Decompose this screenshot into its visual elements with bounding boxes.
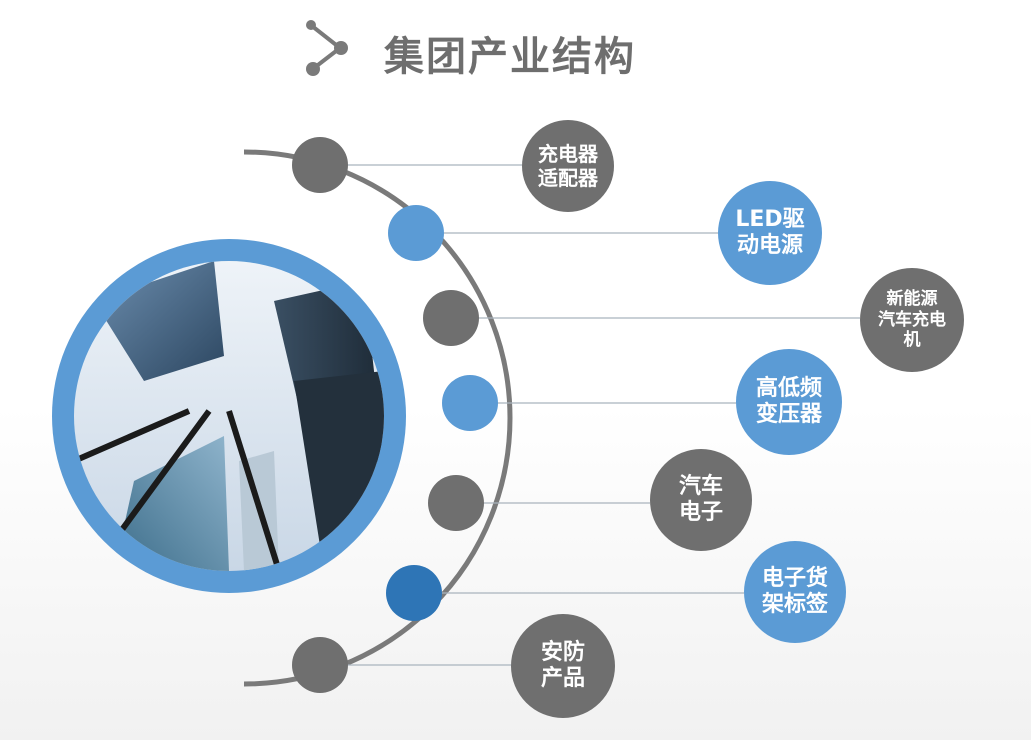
industry-label: 高低频 变压器 xyxy=(755,375,822,427)
industry-label: 电子货 架标签 xyxy=(761,565,828,617)
industry-label: 汽车 电子 xyxy=(678,473,723,525)
arc-node xyxy=(423,290,479,346)
industry-label: LED驱 动电源 xyxy=(735,206,805,258)
arc-node xyxy=(428,475,484,531)
industry-node: 充电器 适配器 xyxy=(522,120,614,212)
arc-node xyxy=(386,565,442,621)
skyscraper-photo xyxy=(52,239,406,593)
industry-node: 新能源 汽车充电 机 xyxy=(860,268,964,372)
industry-label: 新能源 汽车充电 机 xyxy=(878,289,946,351)
arc-node xyxy=(292,637,348,693)
industry-label: 安防 产品 xyxy=(540,639,585,691)
industry-node: 电子货 架标签 xyxy=(744,541,846,643)
connector-icon xyxy=(306,20,348,76)
industry-node: 安防 产品 xyxy=(511,614,615,718)
page-title: 集团产业结构 xyxy=(384,34,636,80)
arc-line xyxy=(243,149,513,687)
industry-node: 高低频 变压器 xyxy=(736,349,842,455)
industry-node: 汽车 电子 xyxy=(650,449,752,551)
arc-node xyxy=(388,205,444,261)
arc-node xyxy=(442,375,498,431)
industry-node: LED驱 动电源 xyxy=(718,181,822,285)
arc-node xyxy=(292,137,348,193)
industry-label: 充电器 适配器 xyxy=(538,142,598,190)
